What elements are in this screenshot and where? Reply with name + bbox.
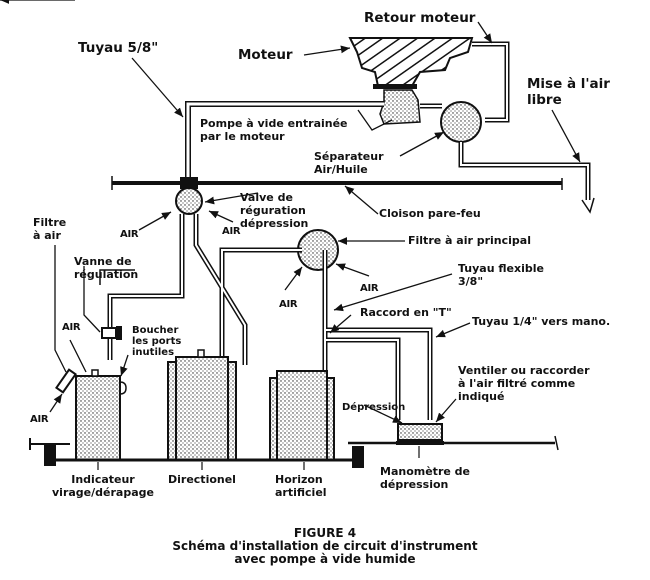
label-air-2: AIR	[222, 226, 241, 237]
turn-indicator-air-filter	[55, 368, 77, 394]
label-hose-1-4: Tuyau 1/4" vers mano.	[472, 315, 611, 328]
vacuum-pump	[379, 89, 421, 125]
label-turn-indicator-2: virage/dérapage	[52, 486, 154, 499]
label-separator-1: Séparateur	[314, 150, 384, 163]
label-plug-ports-2: les ports	[132, 336, 182, 347]
oil-air-separator	[440, 101, 482, 143]
label-plug-ports-1: Boucher	[132, 325, 179, 336]
figure-caption-line1: Schéma d'installation de circuit d'instr…	[172, 539, 478, 553]
label-vent-note-1: Ventiler ou raccorder	[458, 364, 590, 377]
vacuum-regulator-valve	[175, 187, 203, 215]
panel-bracket-left	[44, 444, 56, 466]
label-overboard-vent-2: libre	[527, 92, 562, 108]
label-artificial-horizon-1: Horizon	[275, 473, 323, 486]
label-regulator-valve-1: Valve de	[240, 191, 293, 204]
label-separator-2: Air/Huile	[314, 163, 368, 176]
label-air-3: AIR	[279, 299, 298, 310]
label-regulator-valve-3: dépression	[240, 217, 309, 230]
figure-number: FIGURE 4	[293, 526, 357, 540]
engine-block	[348, 37, 474, 87]
label-air-6: AIR	[30, 414, 49, 425]
label-air-filter-2: à air	[33, 229, 61, 242]
label-turn-indicator-1: Indicateur	[71, 473, 135, 486]
label-vacuum-gauge-1: Manomètre de	[380, 465, 470, 478]
figure-caption-line2: avec pompe à vide humide	[234, 552, 416, 566]
label-air-5: AIR	[62, 322, 81, 333]
label-engine-return: Retour moteur	[364, 10, 476, 26]
label-hose-5-8: Tuyau 5/8"	[78, 40, 159, 56]
label-regulation-valve-1: Vanne de	[74, 255, 132, 268]
label-main-air-filter: Filtre à air principal	[408, 234, 531, 247]
label-air-1: AIR	[120, 229, 139, 240]
engine-return-line	[472, 41, 510, 123]
label-regulator-valve-2: réguration	[240, 204, 306, 217]
label-vacuum-pump-1: Pompe à vide entrainée	[200, 117, 348, 130]
main-air-filter	[297, 229, 339, 271]
label-vacuum-pump-2: par le moteur	[200, 130, 285, 143]
label-engine: Moteur	[238, 47, 293, 63]
firewall-fitting	[180, 177, 198, 189]
label-firewall: Cloison pare-feu	[379, 207, 481, 220]
vacuum-gauge	[397, 423, 443, 441]
label-artificial-horizon-2: artificiel	[275, 486, 327, 499]
label-air-4: AIR	[360, 283, 379, 294]
label-regulation-valve-2: régulation	[74, 268, 139, 281]
label-flex-hose-2: 3/8"	[458, 275, 484, 288]
engine-mount	[373, 84, 417, 89]
label-vent-note-2: à l'air filtré comme	[458, 377, 576, 390]
label-air-filter-1: Filtre	[33, 216, 67, 229]
label-flex-hose-1: Tuyau flexible	[458, 262, 544, 275]
panel-bracket-right	[352, 446, 364, 468]
turn-indicator-instrument	[75, 375, 121, 461]
overboard-vent-line	[458, 142, 591, 200]
directional-gyro-instrument	[175, 356, 229, 461]
label-depression-port: Dépression	[342, 402, 406, 413]
label-tee-fitting: Raccord en "T"	[360, 306, 452, 319]
label-vent-note-3: indiqué	[458, 390, 505, 403]
regulation-valve	[101, 327, 117, 339]
label-plug-ports-3: inutiles	[132, 347, 175, 358]
label-directional-gyro: Directionel	[168, 473, 236, 486]
label-vacuum-gauge-2: dépression	[380, 478, 449, 491]
label-overboard-vent-1: Mise à l'air	[527, 76, 610, 92]
artificial-horizon-instrument	[276, 370, 328, 461]
